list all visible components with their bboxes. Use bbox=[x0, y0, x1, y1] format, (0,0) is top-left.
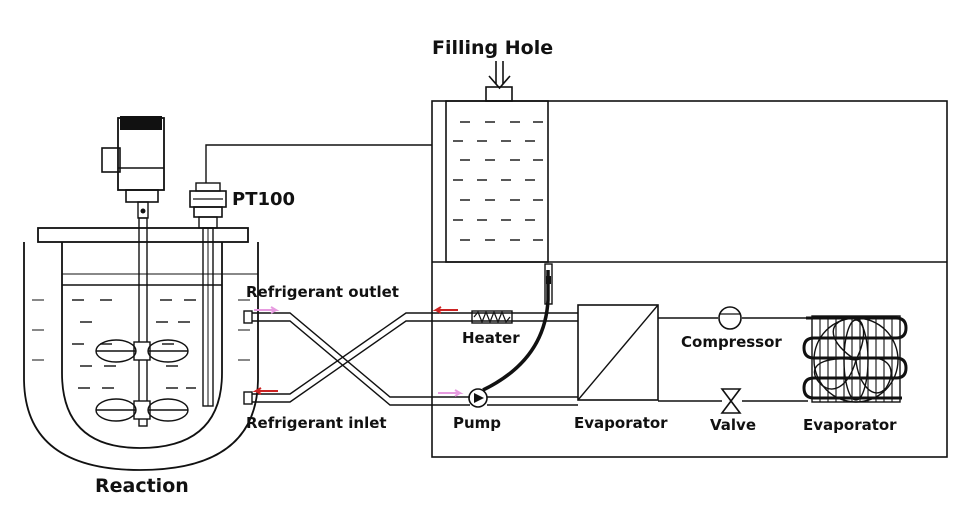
fan-icon bbox=[813, 317, 899, 403]
motor-cap bbox=[120, 116, 162, 130]
chiller-housing bbox=[431, 100, 948, 458]
refrigerant-circuit bbox=[658, 317, 810, 402]
compressor: Compressor bbox=[681, 306, 782, 351]
refrigerant-outlet-label: Refrigerant outlet bbox=[246, 283, 399, 301]
compressor-icon bbox=[718, 306, 742, 330]
reaction-label: Reaction bbox=[95, 475, 189, 497]
plate-evaporator: Evaporator bbox=[574, 304, 668, 432]
outlet-red-arrow-icon bbox=[432, 306, 458, 314]
filling-hole-label: Filling Hole bbox=[432, 37, 553, 59]
reactor-vessel bbox=[23, 227, 259, 471]
heater: Heater bbox=[462, 310, 520, 347]
pump-suction-hose bbox=[482, 270, 550, 392]
flow-arrows bbox=[252, 306, 464, 397]
stirrer bbox=[95, 116, 189, 427]
filling-hole: Filling Hole bbox=[432, 37, 553, 102]
reactor-lid bbox=[37, 227, 249, 243]
valve-label: Valve bbox=[710, 416, 756, 434]
heater-label: Heater bbox=[462, 329, 520, 347]
reservoir-liquid bbox=[453, 121, 543, 241]
pump-label: Pump bbox=[453, 414, 501, 432]
filling-hole-arrow-icon bbox=[488, 61, 511, 90]
motor-coupling bbox=[125, 189, 159, 203]
outlet-pink-arrow-icon bbox=[254, 306, 280, 314]
compressor-label: Compressor bbox=[681, 333, 782, 351]
reservoir-tank bbox=[445, 100, 549, 263]
valve: Valve bbox=[710, 388, 756, 434]
upper-impeller bbox=[95, 339, 189, 363]
condenser-coil: Evaporator bbox=[802, 315, 908, 434]
pt100-sensor: PT100 bbox=[189, 182, 295, 407]
evaporator-right-label: Evaporator bbox=[803, 416, 897, 434]
pt100-label: PT100 bbox=[232, 189, 295, 210]
refrigerant-inlet-label: Refrigerant inlet bbox=[246, 414, 387, 432]
valve-icon bbox=[720, 388, 742, 414]
reactor-inner-wall bbox=[61, 242, 223, 449]
pt100-signal-wire bbox=[205, 144, 432, 183]
inlet-pink-arrow-icon bbox=[438, 389, 464, 397]
lower-impeller bbox=[95, 398, 189, 422]
pump: Pump bbox=[453, 388, 578, 432]
evaporator-left-label: Evaporator bbox=[574, 414, 668, 432]
motor-junction-box bbox=[101, 147, 121, 173]
reactor-liquid bbox=[32, 273, 258, 389]
hose-fitting bbox=[544, 263, 553, 305]
stirrer-shaft bbox=[138, 217, 148, 427]
reactor-jacket bbox=[23, 242, 259, 471]
inlet-red-arrow-icon bbox=[252, 387, 278, 395]
filling-hole-cap bbox=[485, 86, 513, 102]
